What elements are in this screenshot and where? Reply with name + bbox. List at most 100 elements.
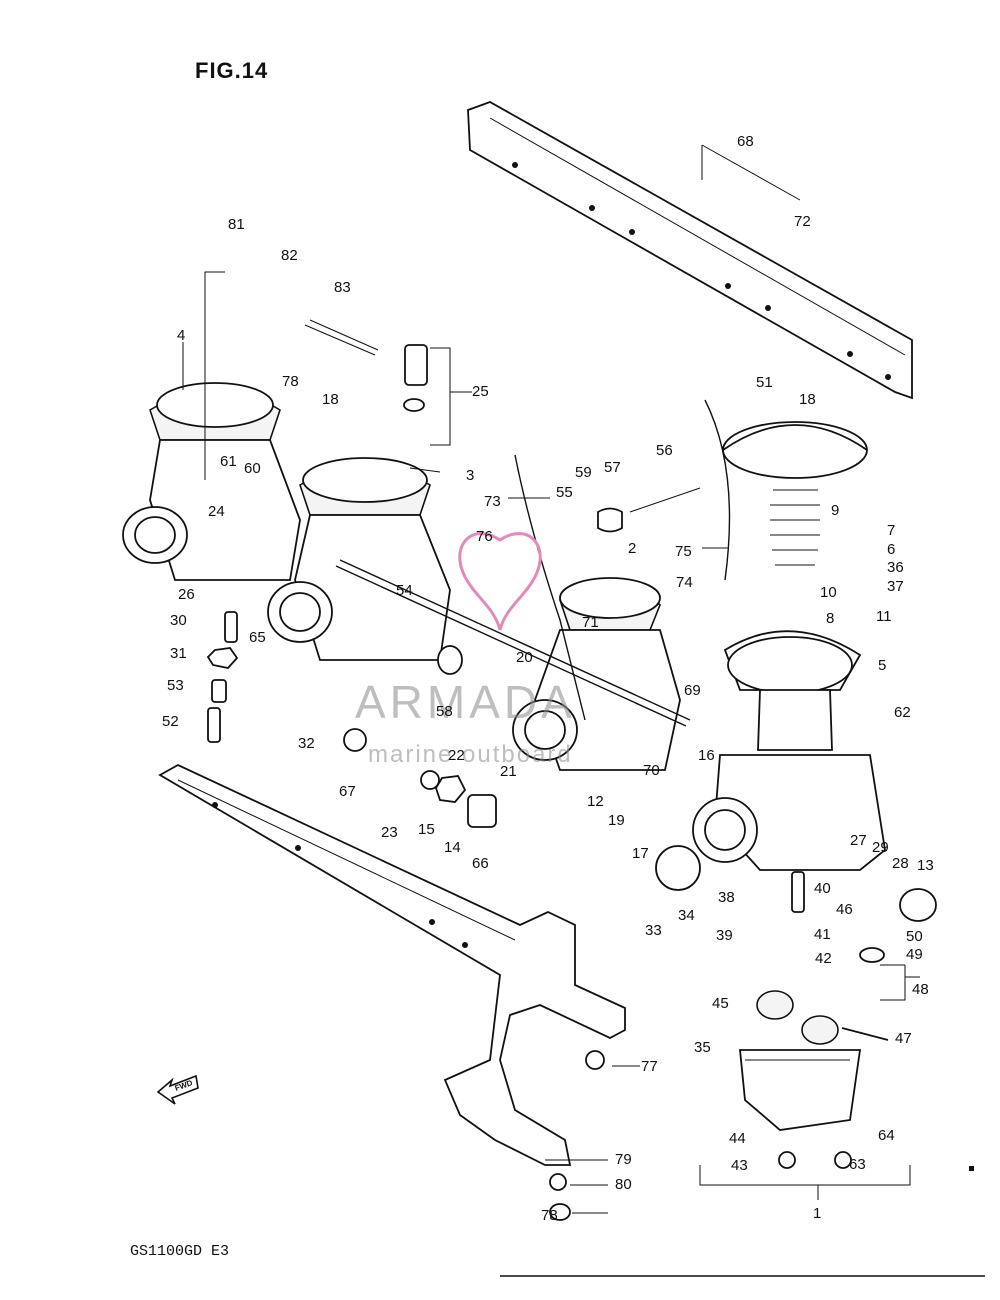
figure-title: FIG.14 [195,58,268,83]
small-hardware [206,319,937,1221]
callout-58: 58 [436,703,453,720]
callout-34: 34 [678,907,695,924]
watermark-tagline: marine outboard [368,741,573,768]
callout-39: 39 [716,927,733,944]
callout-37: 37 [887,578,904,595]
callout-54: 54 [396,582,413,599]
callout-69: 69 [684,682,701,699]
callout-38: 38 [718,889,735,906]
callout-53: 53 [167,677,184,694]
callout-5: 5 [878,657,886,674]
callout-36: 36 [887,559,904,576]
callout-60: 60 [244,460,261,477]
callout-70: 70 [643,762,660,779]
callout-80: 80 [615,1176,632,1193]
callout-64: 64 [878,1127,895,1144]
callout-55: 55 [556,484,573,501]
model-code: GS1100GD E3 [130,1243,229,1260]
callout-15: 15 [418,821,435,838]
callout-73: 73 [484,493,501,510]
callout-77: 77 [641,1058,658,1075]
callout-47: 47 [895,1030,912,1047]
callout-81: 81 [228,216,245,233]
callout-11: 11 [876,608,892,625]
callout-61: 61 [220,453,237,470]
callout-13: 13 [917,857,934,874]
callout-59: 59 [575,464,592,481]
callout-16: 16 [698,747,715,764]
callout-27: 27 [850,832,867,849]
callout-1: 1 [813,1205,821,1222]
callout-75: 75 [675,543,692,560]
hose-76 [704,399,731,581]
callout-24: 24 [208,503,225,520]
callout-42: 42 [815,950,832,967]
callout-32: 32 [298,735,315,752]
callout-7: 7 [887,522,895,539]
callout-74: 74 [676,574,693,591]
callout-4: 4 [177,327,185,344]
callout-2: 2 [628,540,636,557]
watermark-logo [458,532,542,631]
callout-33: 33 [645,922,662,939]
callout-8: 8 [826,610,834,627]
callout-10: 10 [820,584,837,601]
callout-83: 83 [334,279,351,296]
float-chamber [739,990,862,1131]
callout-19: 19 [608,812,625,829]
callout-28: 28 [892,855,909,872]
callout-35: 35 [694,1039,711,1056]
callout-20: 20 [516,649,533,666]
watermark: ARMADA marine outboard [355,532,576,768]
callout-29: 29 [872,839,889,856]
forward-arrow-icon: FWD [156,1074,199,1105]
carburetor-1 [692,630,886,871]
callout-31: 31 [170,645,187,662]
callout-50: 50 [906,928,923,945]
callout-65: 65 [249,629,266,646]
callout-30: 30 [170,612,187,629]
callout-52: 52 [162,713,179,730]
top-bracket [467,101,913,400]
corner-mark [969,1166,974,1171]
callout-62: 62 [894,704,911,721]
callout-72: 72 [794,213,811,230]
callout-49: 49 [906,946,923,963]
callout-78: 78 [282,373,299,390]
carburetor-4 [122,382,301,581]
callout-78: 78 [541,1207,558,1224]
callout-22: 22 [448,747,465,764]
callout-48: 48 [912,981,929,998]
throttle-shaft [339,559,691,721]
hose-74 [514,454,586,721]
leader-lines [182,144,920,1214]
callout-17: 17 [632,845,649,862]
callout-76: 76 [476,528,493,545]
callout-3: 3 [466,467,474,484]
callout-45: 45 [712,995,729,1012]
carburetor-3 [267,457,451,661]
callout-14: 14 [444,839,461,856]
carburetor-2 [512,577,681,771]
callout-44: 44 [729,1130,746,1147]
callout-68: 68 [737,133,754,150]
callout-63: 63 [849,1156,866,1173]
callout-40: 40 [814,880,831,897]
callout-66: 66 [472,855,489,872]
watermark-brand: ARMADA [355,676,576,728]
callout-57: 57 [604,459,621,476]
callout-56: 56 [656,442,673,459]
callout-12: 12 [587,793,604,810]
callout-43: 43 [731,1157,748,1174]
callout-23: 23 [381,824,398,841]
callout-51: 51 [756,374,773,391]
top-cap-and-spring [722,421,868,566]
callout-82: 82 [281,247,298,264]
callout-79: 79 [615,1151,632,1168]
callout-41: 41 [814,926,831,943]
callout-46: 46 [836,901,853,918]
callout-21: 21 [500,763,517,780]
